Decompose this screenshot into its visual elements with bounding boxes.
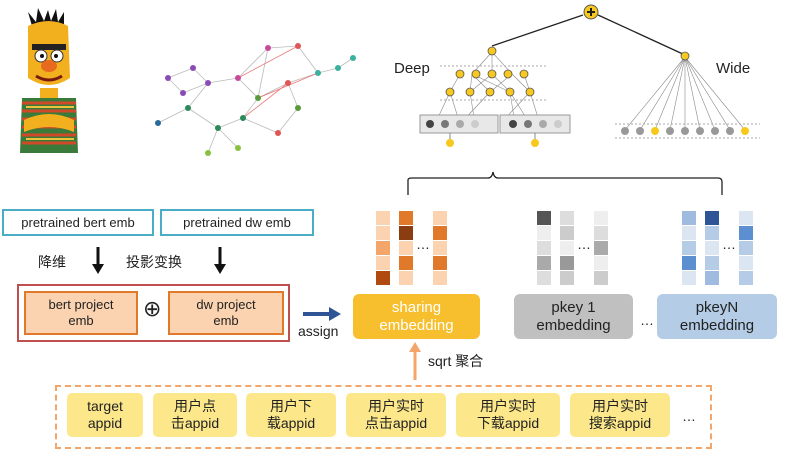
pkey1-matrix-ellipsis: … <box>577 236 591 252</box>
graph-network-image <box>155 43 356 156</box>
feature-user-realtime-download-appid: 用户实时 下载appid <box>456 393 560 437</box>
bert-project-emb-box: bert project emb <box>24 291 138 335</box>
feature-label: 用户点 击appid <box>170 398 220 431</box>
pretrained-dw-emb-box: pretrained dw emb <box>160 209 314 236</box>
projection-container <box>17 284 290 342</box>
assign-arrow-icon <box>303 307 341 321</box>
embedding-boxes-ellipsis: … <box>640 312 654 328</box>
dw-project-emb-box: dw project emb <box>168 291 284 335</box>
feature-target-appid: target appid <box>67 393 143 437</box>
assign-label: assign <box>298 323 339 339</box>
plus-symbol: ⊕ <box>143 296 162 321</box>
sharing-matrix-ellipsis: … <box>416 236 430 252</box>
wide-label: Wide <box>716 60 751 77</box>
dw-project-emb-label: dw project emb <box>196 297 256 328</box>
feature-label: 用户实时 搜索appid <box>588 398 652 431</box>
feature-label: 用户实时 下载appid <box>476 398 540 431</box>
down-arrow-left-icon <box>92 247 104 274</box>
feature-label: target appid <box>87 398 123 431</box>
pkey1-embedding-box: pkey 1 embedding <box>514 294 633 339</box>
pkeyN-embedding-box: pkeyN embedding <box>657 294 777 339</box>
pkey1-embedding-label: pkey 1 embedding <box>536 298 611 334</box>
bert-character-image <box>20 8 78 153</box>
reduce-dim-label: 降维 <box>38 254 66 270</box>
sqrt-aggregate-label: sqrt 聚合 <box>428 353 484 369</box>
up-arrow-icon <box>409 342 421 380</box>
deep-label: Deep <box>394 60 430 77</box>
wide-deep-network-diagram <box>407 4 760 195</box>
bert-project-emb-label: bert project emb <box>48 297 114 328</box>
projection-label: 投影变换 <box>126 254 182 270</box>
pkeyN-matrix-ellipsis: … <box>722 236 736 252</box>
feature-user-click-appid: 用户点 击appid <box>153 393 237 437</box>
sharing-embedding-label: sharing embedding <box>379 298 454 334</box>
features-ellipsis: … <box>682 408 696 424</box>
pkeyN-embedding-label: pkeyN embedding <box>679 298 755 334</box>
down-arrow-right-icon <box>214 247 226 274</box>
sharing-embedding-box: sharing embedding <box>353 294 480 339</box>
feature-user-realtime-search-appid: 用户实时 搜索appid <box>570 393 670 437</box>
pretrained-dw-emb-label: pretrained dw emb <box>183 215 291 230</box>
feature-user-download-appid: 用户下 载appid <box>246 393 336 437</box>
pretrained-bert-emb-box: pretrained bert emb <box>2 209 154 236</box>
features-container <box>55 385 712 449</box>
feature-label: 用户实时 点击appid <box>364 398 428 431</box>
feature-user-realtime-click-appid: 用户实时 点击appid <box>346 393 446 437</box>
pretrained-bert-emb-label: pretrained bert emb <box>21 215 135 230</box>
feature-label: 用户下 载appid <box>266 398 316 431</box>
